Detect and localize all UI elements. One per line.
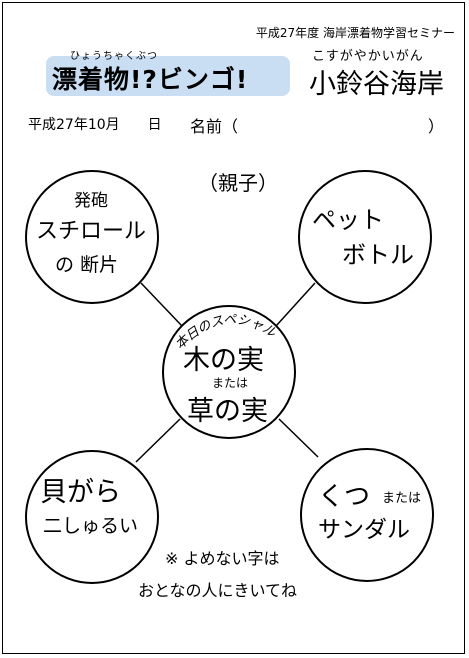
cell-top-left-line1: 発砲 [74, 191, 108, 211]
cell-bottom-left-line1: 貝がら [40, 477, 121, 508]
bingo-cell-bottom-left [25, 450, 159, 584]
connector-bottom-right [278, 418, 319, 458]
cell-center-or: または [212, 376, 249, 390]
connector-top-left [140, 282, 183, 327]
cell-top-left-line2: スチロール [36, 219, 147, 244]
date-field: 平成27年10月 日 [28, 117, 162, 133]
cell-top-right-line1: ペット [312, 206, 384, 234]
cell-bottom-right-line2: サンダル [318, 517, 410, 543]
location-ruby: こすがやかいがん [312, 49, 424, 64]
cell-top-left-line3: の 断片 [55, 254, 119, 276]
group-label: （親子） [198, 171, 278, 195]
bingo-cell-center [162, 305, 296, 439]
title-background [46, 56, 290, 96]
location-name: 小鈴谷海岸 [309, 69, 444, 100]
seminar-title: 平成27年度 海岸漂着物学習セミナー [255, 26, 455, 40]
cell-bottom-right-line1: くつ [318, 482, 371, 512]
cell-top-right-line2: ボトル [342, 241, 414, 269]
connector-bottom-left [135, 418, 181, 463]
cell-bottom-left-line2: 二しゅるい [43, 515, 139, 537]
cell-center-line1: 木の実 [183, 345, 264, 376]
note-line-1: ※ よめない字は [165, 549, 280, 568]
connector-top-right [275, 282, 316, 327]
note-line-2: おとなの人にきいてね [138, 581, 298, 600]
name-label: 名前（ [190, 117, 239, 136]
page-border [2, 2, 465, 654]
bingo-cell-top-left [25, 170, 159, 304]
title-ruby: ひょうちゃくぶつ [70, 51, 158, 62]
bingo-cell-bottom-right [300, 448, 434, 582]
page-title: 漂着物!?ビンゴ! [52, 65, 249, 94]
name-close-paren: ） [428, 117, 445, 136]
cell-bottom-right-or: または [382, 491, 422, 506]
bingo-cell-top-right [298, 170, 432, 304]
cell-center-line2: 草の実 [187, 396, 268, 427]
